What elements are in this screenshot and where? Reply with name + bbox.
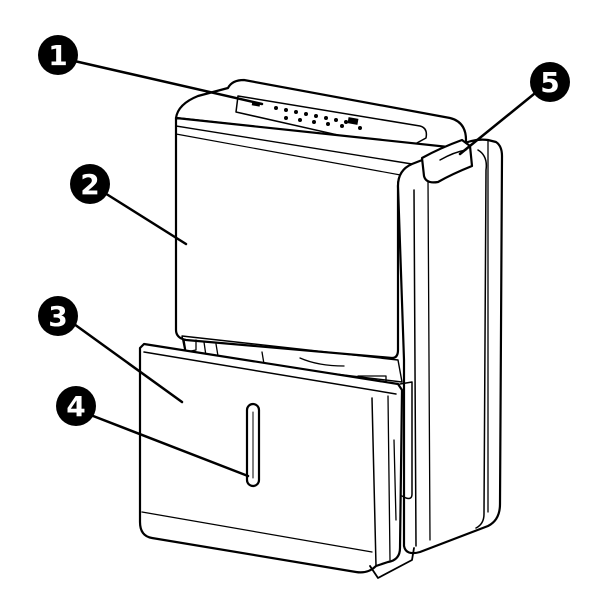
dehumidifier-drawing	[138, 78, 504, 579]
panel-dot	[274, 106, 278, 110]
front-panel-crease	[175, 125, 413, 165]
tank-right-face-2	[387, 395, 391, 561]
panel-dot	[326, 122, 330, 126]
side-groove-1	[413, 189, 417, 547]
tank-base-line	[141, 511, 373, 553]
leader-line-1	[68, 58, 264, 106]
panel-dot	[340, 124, 344, 128]
callout-badge-2: 2	[70, 164, 110, 204]
panel-dot	[304, 112, 308, 116]
panel-dot	[294, 110, 298, 114]
panel-dot	[312, 120, 316, 124]
panel-dot	[324, 116, 328, 120]
tank-right-face	[371, 397, 377, 567]
leader-line-4	[86, 412, 250, 478]
leader-lines	[68, 58, 536, 478]
leader-line-2	[98, 188, 188, 246]
callout-badge-5: 5	[530, 62, 570, 102]
panel-dot	[314, 114, 318, 118]
callout-label-3: 3	[48, 300, 67, 333]
panel-dot	[284, 116, 288, 120]
side-groove-3	[475, 149, 488, 529]
panel-dot	[344, 120, 348, 124]
side-groove-2	[427, 179, 431, 541]
cavity-detail-4	[299, 357, 345, 367]
callout-label-1: 1	[48, 39, 67, 72]
callout-label-5: 5	[540, 66, 559, 99]
panel-dot	[284, 108, 288, 112]
tank-side-bracket	[399, 381, 413, 500]
front-panel-crease-2	[175, 133, 407, 177]
leader-line-3	[72, 322, 184, 404]
tank-lip	[143, 351, 397, 395]
panel-dot	[298, 118, 302, 122]
top-handle	[420, 138, 474, 184]
right-side-body	[396, 138, 504, 555]
control-panel-buttons	[251, 101, 362, 130]
callout-badge-4: 4	[56, 386, 96, 426]
base-foot	[369, 547, 415, 579]
water-tank	[138, 342, 404, 574]
panel-display	[347, 117, 359, 125]
callout-badge-3: 3	[38, 296, 78, 336]
panel-dot	[358, 126, 362, 130]
callout-badge-1: 1	[38, 35, 78, 75]
callout-label-2: 2	[80, 168, 99, 201]
panel-dot	[334, 118, 338, 122]
callout-label-4: 4	[66, 390, 85, 423]
tank-side-slot	[393, 439, 397, 521]
leader-line-5	[458, 92, 536, 156]
